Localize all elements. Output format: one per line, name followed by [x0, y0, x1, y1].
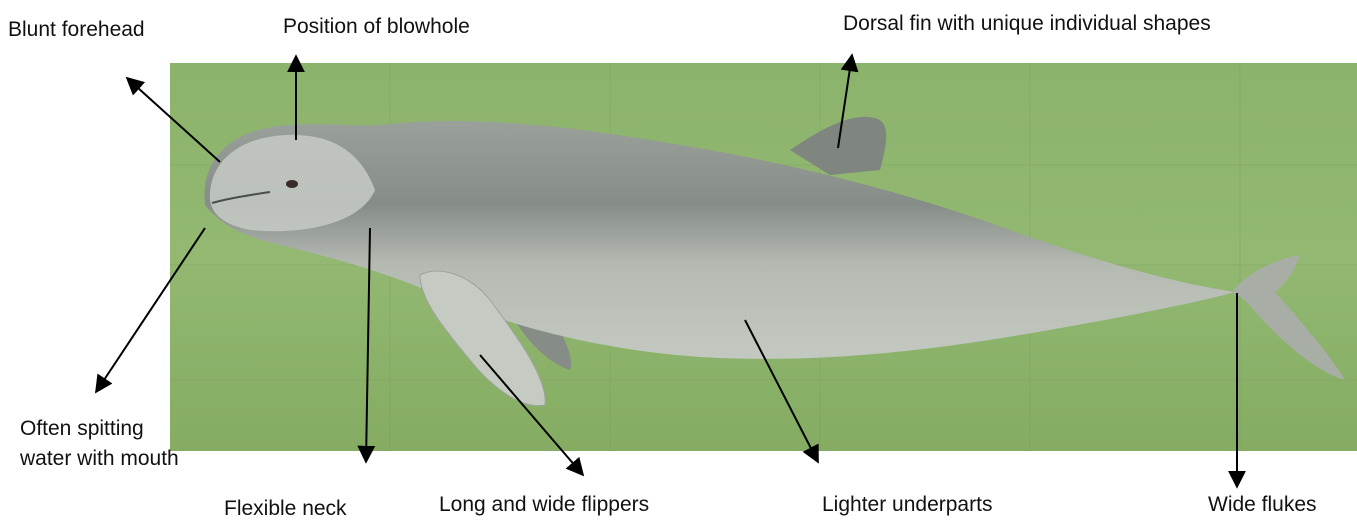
- label-dorsal-fin: Dorsal fin with unique individual shapes: [843, 9, 1211, 39]
- eye: [286, 180, 298, 188]
- label-spitting-water: Often spitting water with mouth: [20, 414, 195, 475]
- label-blowhole: Position of blowhole: [283, 12, 470, 42]
- label-flippers: Long and wide flippers: [439, 490, 649, 520]
- label-blunt-forehead: Blunt forehead: [8, 15, 145, 45]
- label-flexible-neck: Flexible neck: [224, 494, 347, 524]
- label-underparts: Lighter underparts: [822, 490, 992, 520]
- label-flukes: Wide flukes: [1208, 490, 1317, 520]
